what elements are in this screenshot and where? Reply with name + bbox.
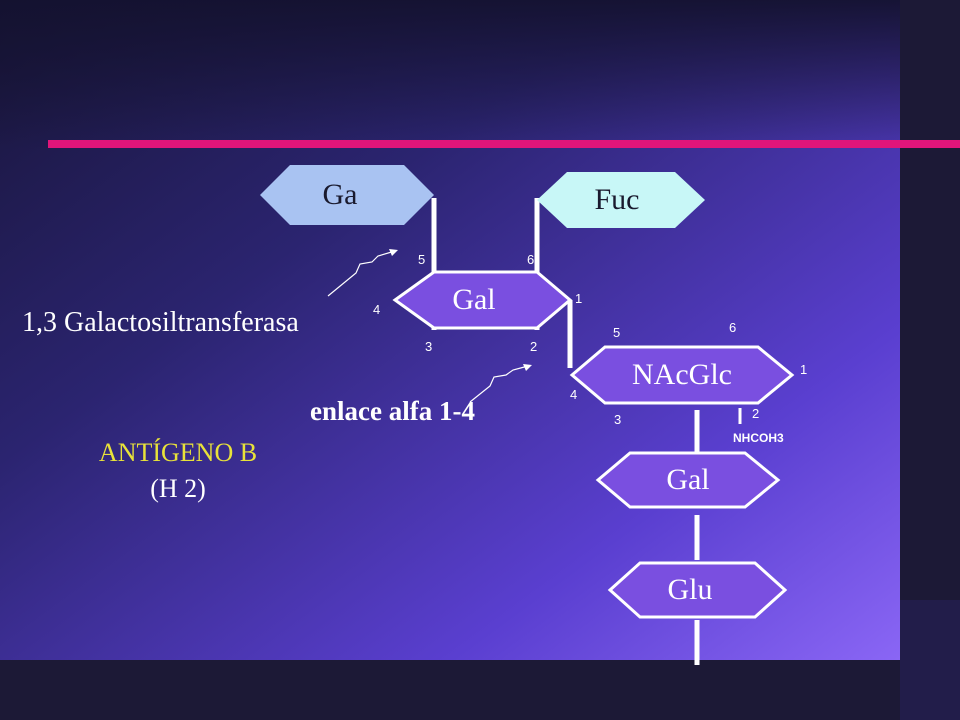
pos-gal-5: 5 [418, 252, 425, 267]
label-glu: Glu [668, 573, 713, 606]
hexagon-fuc [537, 172, 705, 228]
pos-nac-6: 6 [729, 320, 736, 335]
substituent-nhcoh3: NHCOH3 [733, 431, 784, 445]
pos-gal-2: 2 [530, 339, 537, 354]
pos-nac-3: 3 [614, 412, 621, 427]
pos-nac-2: 2 [752, 406, 759, 421]
label-ga: Ga [323, 178, 358, 211]
enzyme-label: 1,3 Galactosiltransferasa [22, 307, 299, 338]
accent-bar [48, 140, 960, 148]
label-nacglc: NAcGlc [632, 358, 732, 391]
pos-nac-5: 5 [613, 325, 620, 340]
hexagon-nacglc [569, 345, 795, 405]
arrow-linkage-head [523, 364, 532, 371]
bottom-margin-strip [0, 660, 900, 720]
antigen-title: ANTÍGENO B [99, 438, 257, 467]
pos-nac-1: 1 [800, 362, 807, 377]
arrow-linkage [469, 365, 529, 403]
pos-nac-4: 4 [570, 387, 577, 402]
corner-block [900, 600, 960, 720]
arrow-enzyme [327, 250, 396, 297]
hexagon-gal-top [392, 270, 573, 330]
hexagon-glu [607, 561, 788, 619]
pos-gal-1: 1 [575, 291, 582, 306]
linkage-label: enlace alfa 1-4 [310, 396, 475, 426]
pos-gal-3: 3 [425, 339, 432, 354]
antigen-subtitle: (H 2) [150, 474, 206, 503]
arrow-enzyme-head [389, 249, 398, 256]
background-top-shade [0, 0, 900, 150]
hexagon-ga [260, 165, 434, 225]
label-gal-bottom: Gal [666, 463, 709, 496]
pos-gal-6: 6 [527, 252, 534, 267]
pos-gal-4: 4 [373, 302, 380, 317]
label-fuc: Fuc [595, 183, 640, 216]
hexagon-gal-bottom [595, 451, 781, 509]
label-gal-top: Gal [452, 283, 495, 316]
